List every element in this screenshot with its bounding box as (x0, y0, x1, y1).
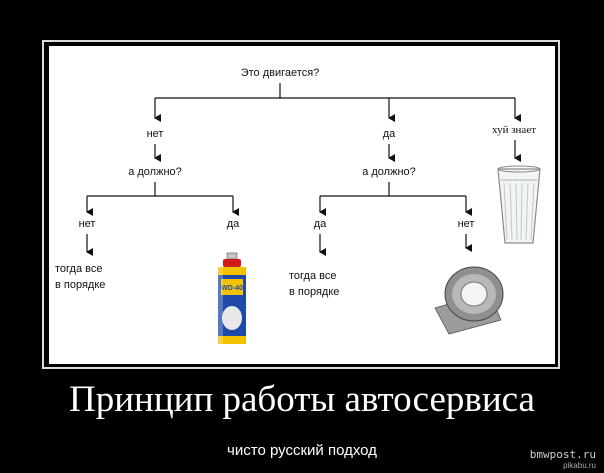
ok-left-line2: в порядке (55, 279, 105, 291)
connectors-bottom (86, 234, 472, 256)
poster-frame (42, 40, 560, 369)
ok-left-line1: тогда все (55, 263, 102, 275)
poster-subtitle: чисто русский подход (227, 442, 377, 459)
flowchart: Это двигается? нет да хуй знает а должно… (55, 67, 541, 344)
right-yes-label: да (314, 218, 327, 230)
branch-yes-label: да (383, 128, 396, 140)
left-no-label: нет (79, 218, 96, 230)
watermark-site-2: pikabu.ru (563, 461, 596, 470)
right-no-label: нет (458, 218, 475, 230)
branch-dunno-label: хуй знает (492, 124, 536, 136)
empty-glass-icon (497, 165, 541, 244)
watermark-site: bmwpost.ru (529, 448, 596, 461)
wd40-can-icon: WD-40 (218, 252, 246, 344)
ok-right-line1: тогда все (289, 270, 336, 282)
ok-right-line2: в порядке (289, 286, 339, 298)
connectors-lower (86, 182, 472, 216)
branch-no-label: нет (147, 128, 164, 140)
left-yes-label: да (227, 218, 240, 230)
poster-title: Принцип работы автосервиса (69, 379, 535, 420)
can-brand-text: WD-40 (221, 285, 243, 292)
should-right-label: а должно? (362, 166, 416, 178)
should-left-label: а должно? (128, 166, 182, 178)
connectors-mid (154, 140, 521, 162)
duct-tape-icon (434, 266, 504, 335)
connectors-top (154, 83, 521, 122)
root-question: Это двигается? (241, 67, 320, 79)
